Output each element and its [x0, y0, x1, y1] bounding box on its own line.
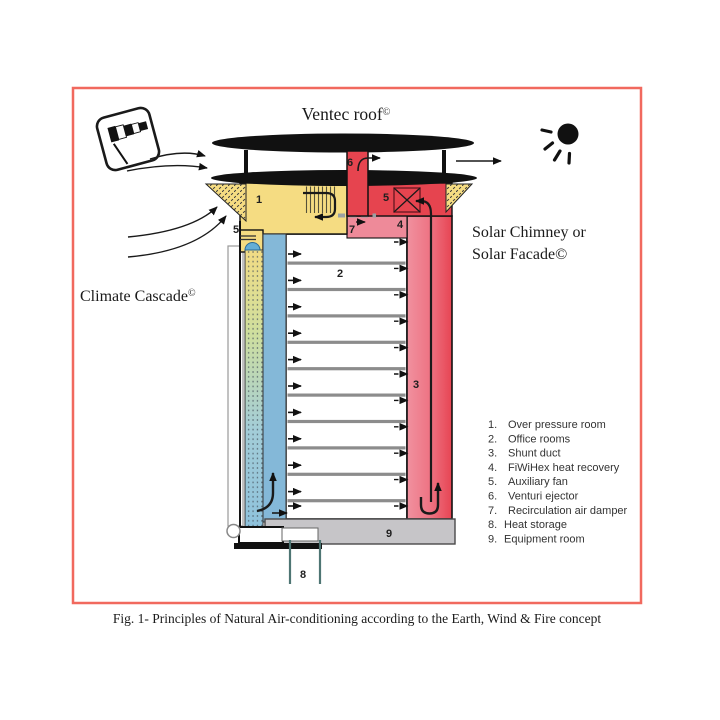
floor-slab [287, 287, 406, 292]
building-base [234, 543, 322, 549]
floor-slab [287, 314, 406, 318]
legend-item-2: 2.Office rooms [488, 433, 571, 445]
label-8-heat-storage: 8 [300, 569, 306, 581]
overpressure-turn-arrow [303, 191, 337, 221]
venturi-duct [346, 150, 369, 217]
wind-flow-arrows [126, 150, 502, 258]
legend-item-3: 3.Shunt duct [488, 448, 561, 460]
floor-slab [287, 472, 406, 476]
roof-title: Ventec roof© [302, 104, 391, 124]
left-wing-hatch [206, 184, 246, 221]
sun-icon [540, 123, 579, 165]
shunt-bottom-uturn-arrow [419, 482, 442, 515]
legend: 1.Over pressure room 2.Office rooms 3.Sh… [488, 419, 628, 545]
office-block [285, 233, 408, 520]
auxiliary-fan-left-symbol [240, 235, 256, 241]
label-5-auxiliary-fan-right: 5 [383, 192, 389, 204]
cascade-bottom-arrow [256, 472, 277, 513]
office-floors [287, 238, 409, 510]
label-7-recirculation-damper: 7 [349, 224, 355, 236]
legend-item-9: 9.Equipment room [488, 533, 585, 545]
floor-slab [287, 367, 406, 371]
wind-arrow [126, 162, 208, 172]
wind-arrow [127, 206, 218, 238]
label-2-office-rooms: 2 [337, 268, 343, 280]
heat-storage-pipes [288, 540, 322, 584]
shower-head-icon [244, 242, 261, 251]
floor-slab [287, 393, 406, 397]
label-6-venturi-ejector: 6 [347, 157, 353, 169]
legend-item-4: 4.FiWiHex heat recovery [488, 462, 620, 474]
label-5-auxiliary-fan-left: 5 [233, 224, 239, 236]
water-basin [238, 526, 284, 544]
supply-air-column [262, 233, 287, 523]
legend-item-7: 7.Recirculation air damper [488, 505, 628, 517]
floor-slab [287, 499, 406, 503]
legend-item-5: 5.Auxiliary fan [488, 476, 568, 488]
text-labels: Ventec roof© Solar Chimney or Solar Faca… [80, 104, 586, 581]
wind-arrow [127, 215, 227, 258]
label-3-shunt-duct: 3 [413, 379, 419, 391]
legend-item-6: 6.Venturi ejector [488, 491, 579, 503]
label-9-equipment-room: 9 [386, 528, 392, 540]
internal-flow-arrows [256, 191, 442, 517]
floor-slab [287, 446, 406, 450]
building [204, 182, 474, 584]
wind-icon [95, 106, 161, 172]
floor-slab [287, 419, 406, 424]
roof-disc [212, 133, 474, 153]
venturi-ejector-arrow [357, 154, 381, 172]
roof-support-post [442, 150, 446, 178]
label-4-fiwihex: 4 [397, 219, 404, 231]
label-1-over-pressure-room: 1 [256, 194, 262, 206]
pump-icon [226, 523, 241, 539]
figure-caption: Fig. 1- Principles of Natural Air-condit… [113, 611, 601, 626]
shunt-duct-solar-chimney-column [406, 215, 453, 520]
windsock-pole [112, 143, 129, 165]
legend-item-8: 8.Heat storage [488, 519, 567, 531]
chimney-to-fan-arrow [415, 197, 433, 502]
wind-arrow [149, 150, 206, 160]
legend-item-1: 1.Over pressure room [488, 419, 606, 431]
floor-slab [287, 261, 406, 265]
right-wing-hatch [446, 184, 472, 212]
equipment-box [281, 527, 319, 542]
windsock-icon [107, 121, 149, 165]
climate-cascade-label: Climate Cascade© [80, 288, 196, 305]
solar-facade-label: Solar Facade© [472, 246, 567, 263]
roof-support-post [244, 150, 248, 178]
solar-chimney-label: Solar Chimney or [472, 224, 586, 241]
floor-slab [287, 340, 406, 344]
cascade-spray-dots [245, 250, 263, 528]
building-top-disc [211, 170, 477, 186]
ventec-roof [211, 133, 477, 186]
